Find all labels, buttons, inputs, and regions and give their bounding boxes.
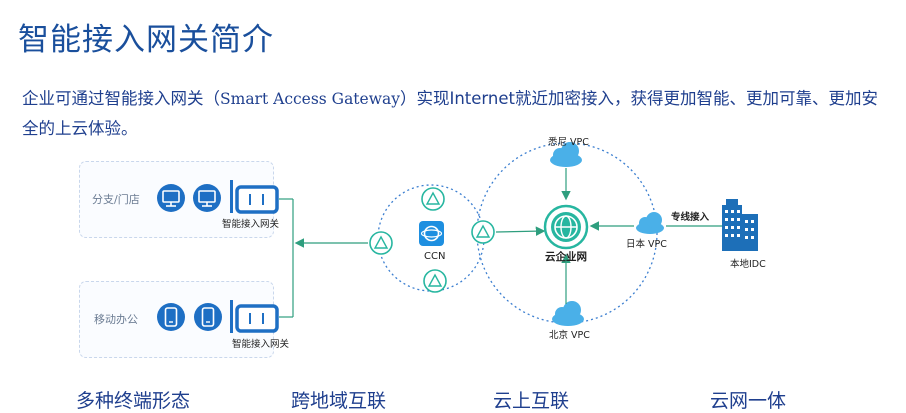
desktop-icon <box>193 184 221 212</box>
ccn-node-icon <box>471 220 495 244</box>
gateway-device-icon <box>230 180 279 214</box>
ccn-node-icon <box>369 231 393 255</box>
ccn-node-icon <box>421 187 445 211</box>
local-idc-label: 本地IDC <box>730 259 766 270</box>
ccn-node-icon <box>423 269 447 293</box>
sydney-vpc-label: 悉尼 VPC <box>548 137 589 148</box>
ccn-icon <box>419 221 444 246</box>
ccn-to-cloud-arrow <box>495 226 546 236</box>
network-diagram <box>157 142 758 333</box>
globe-icon <box>543 204 589 250</box>
building-icon <box>722 199 758 251</box>
mobile-label: 移动办公 <box>94 313 138 326</box>
gateway-label: 智能接入网关 <box>222 219 280 230</box>
gateway-device-icon <box>230 300 279 333</box>
tablet-icon <box>194 303 222 331</box>
desktop-icon <box>157 184 185 212</box>
japan-vpc-label: 日本 VPC <box>626 239 667 250</box>
cloud-net-label: 云企业网 <box>545 251 587 263</box>
gateway-label: 智能接入网关 <box>232 339 290 350</box>
cloud-icon <box>550 142 582 167</box>
intro-paragraph: 企业可通过智能接入网关（Smart Access Gateway）实现Inter… <box>22 84 892 143</box>
intro-text-2: ）实现Internet就近加密接入，获得更加智能、更加可靠、更加安全的上云体验。 <box>22 89 879 138</box>
cloud-icon <box>636 212 664 234</box>
beijing-vpc-label: 北京 VPC <box>549 330 590 341</box>
ccn-label: CCN <box>424 251 446 262</box>
intro-text-1: 企业可通过智能接入网关（ <box>22 89 220 108</box>
gateway-connector <box>279 198 368 318</box>
dedicated-line-label: 专线接入 <box>671 212 710 223</box>
phone-icon <box>157 303 185 331</box>
cloud-icon <box>552 301 584 326</box>
branch-label: 分支/门店 <box>92 193 140 206</box>
intro-text-en: Smart Access Gateway <box>220 90 400 108</box>
page-title: 智能接入网关简介 <box>18 22 274 58</box>
